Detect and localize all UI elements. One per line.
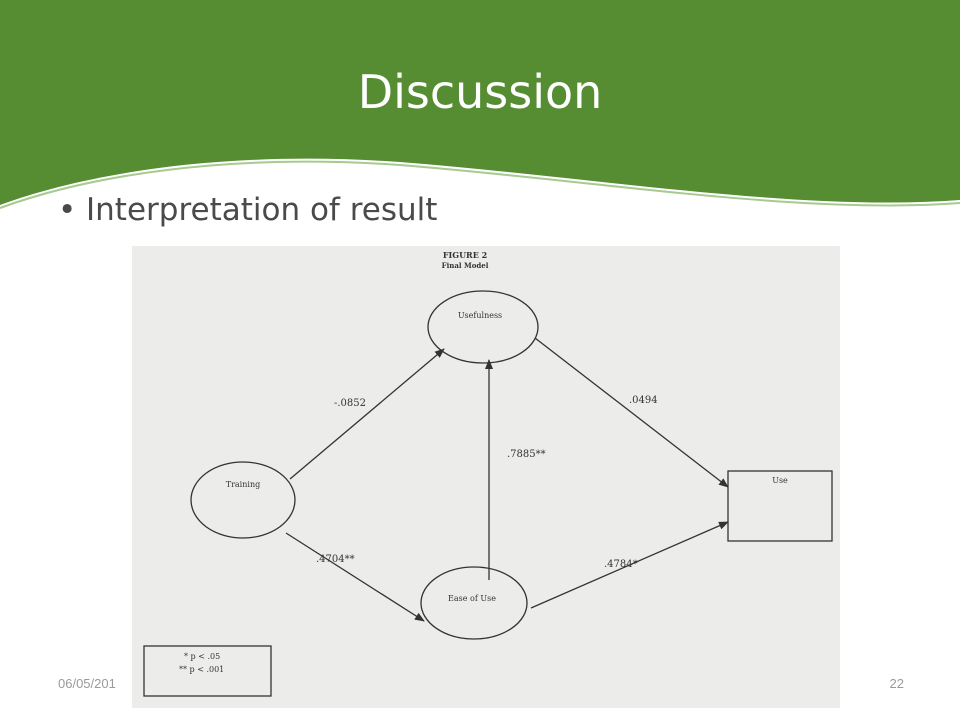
significance-legend — [143, 645, 272, 697]
footer-date: 06/05/201 — [58, 676, 116, 691]
slide-title: Discussion — [357, 65, 603, 119]
legend-line-1: * p < .05 — [184, 652, 220, 661]
node-usefulness — [427, 290, 539, 364]
node-training — [190, 461, 296, 539]
arrow-training-ease — [285, 532, 425, 622]
figure-heading: FIGURE 2 — [443, 250, 487, 260]
node-use-label: Use — [772, 476, 788, 485]
bullet-text: Interpretation of result — [86, 192, 438, 228]
figure-subheading: Final Model — [442, 261, 489, 270]
bullet-dot-icon: • — [58, 192, 77, 228]
arrow-ease-use — [530, 521, 729, 609]
header-shape — [0, 0, 960, 205]
coef-usefulness-use: .0494 — [629, 395, 658, 406]
arrow-usefulness-use — [534, 337, 729, 488]
coef-training-usefulness: -.0852 — [334, 398, 366, 409]
coef-ease-usefulness: .7885** — [507, 449, 546, 460]
header-highlight — [0, 160, 960, 209]
node-use — [727, 470, 833, 542]
node-usefulness-label: Usefulness — [458, 311, 502, 320]
node-ease-of-use — [420, 566, 528, 640]
header-band — [0, 0, 960, 209]
node-training-label: Training — [226, 480, 260, 489]
page-number: 22 — [889, 676, 904, 691]
model-figure: FIGURE 2 Final Model -.0852 .4704** .788… — [132, 246, 840, 708]
node-ease-of-use-label: Ease of Use — [448, 594, 496, 603]
coef-training-ease: .4704** — [316, 554, 355, 565]
arrow-training-usefulness — [289, 348, 445, 480]
coef-ease-use: .4784* — [604, 559, 638, 570]
model-diagram: FIGURE 2 Final Model -.0852 .4704** .788… — [143, 250, 833, 697]
bullet-item: •Interpretation of result — [58, 190, 437, 230]
legend-line-2: ** p < .001 — [179, 665, 224, 674]
